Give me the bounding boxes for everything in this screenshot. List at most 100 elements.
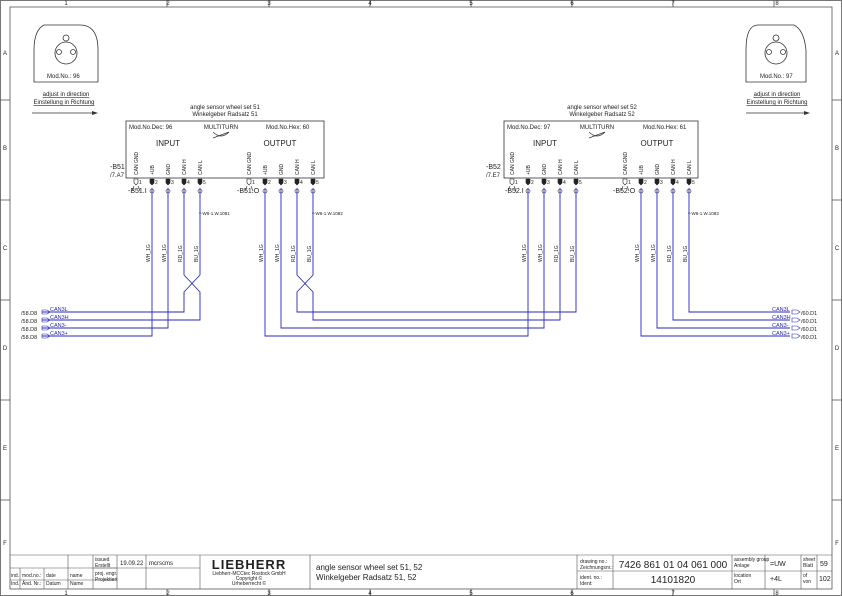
pin-nc-mark <box>507 185 511 192</box>
col-bot-6: 6 <box>570 591 574 596</box>
row-right-E: E <box>835 446 839 452</box>
title-block-text: issued Erstellt 19.09.22 mcrscms proj. e… <box>11 557 831 587</box>
right-adjust-text-de: Einstellung in Richtung <box>746 100 807 106</box>
col-top-1: 1 <box>64 1 68 7</box>
pin-plug-icon <box>654 178 660 186</box>
tb-loc-label: location <box>734 573 751 579</box>
left-net-3: CAN3+ <box>50 331 68 337</box>
tb-company: Liebherr-MCCtec Rostock GmbH <box>212 571 286 577</box>
pin-number-b51-out-5: 5 <box>316 180 319 186</box>
row-right-A: A <box>835 51 839 57</box>
tb-ident-label-de: Ident: <box>580 581 593 587</box>
tb-title: angle sensor wheel set 51, 52 <box>316 563 423 572</box>
left-ref-0: /58.D8 <box>21 311 37 317</box>
pin-number-b52-out-2: 2 <box>644 180 647 186</box>
tb-sheet-label: sheet <box>803 557 816 563</box>
right-terminal-arrow-icon <box>791 317 801 323</box>
tb-drawing-label-de: Zeichnungsnr.: <box>580 565 613 571</box>
row-right-F: F <box>835 541 839 547</box>
pin-number-b51-out-1: 1 <box>252 180 255 186</box>
wire-color-0-1: WH_1G <box>162 244 168 262</box>
pin-label-b52-out-5: CAN L <box>687 160 693 175</box>
sensor1-tag: -B51 <box>110 164 125 171</box>
col-bot-7: 7 <box>671 591 675 596</box>
pin-plug-icon <box>670 178 676 186</box>
tb-of-label-de: von <box>803 579 811 585</box>
pin-label-b52-out-4: CAN H <box>671 159 677 175</box>
pin-plug-icon <box>197 178 203 186</box>
pin-number-b52-in-5: 5 <box>579 180 582 186</box>
sensor1-title-de: Winkelgeber Radsatz 51 <box>192 112 258 118</box>
wire-color-0-0: WH_1G <box>146 244 152 262</box>
pin-label-b52-in-3: GND <box>542 164 548 176</box>
wire-color-3-1: WH_1G <box>651 244 657 262</box>
sensor2-wire-ref-out: -W6-1.W.1083 <box>690 211 719 216</box>
tb-asm-val: =UW <box>770 561 786 568</box>
tb-urheber: Urheberrecht © <box>232 580 267 587</box>
right-terminal-arrow-icon <box>791 333 801 339</box>
pin-plug-icon <box>262 178 268 186</box>
tb-brand-logo: LIEBHERR <box>212 557 286 572</box>
row-left-D: D <box>3 346 8 352</box>
pin-plug-icon <box>310 178 316 186</box>
pin-number-b52-in-3: 3 <box>547 180 550 186</box>
sensor1-rotation-icon <box>212 131 230 139</box>
left-terminal-arrow-icon <box>41 325 51 331</box>
sensor-icon-left: Mod.No.: 96 <box>33 24 99 83</box>
pin-number-b51-in-4: 4 <box>187 180 190 186</box>
wire-color-2-2: RD_1G <box>554 245 560 262</box>
right-terminal-arrow-icon <box>791 325 801 331</box>
wire-color-1-3: BU_1G <box>307 245 313 262</box>
pin-label-b52-in-4: CAN H <box>558 159 564 175</box>
pin-label-b52-in-1: CAN GND <box>510 152 516 175</box>
sensor2-title-de: Winkelgeber Radsatz 52 <box>569 112 635 118</box>
wire-color-1-2: RD_1G <box>291 245 297 262</box>
left-net-0: CAN3L <box>50 307 68 313</box>
sensor1-wire-ref-in: -W6-1.W.1081 <box>201 211 230 216</box>
pin-number-b51-in-3: 3 <box>171 180 174 186</box>
tb-issued-name: mcrscms <box>149 561 173 567</box>
tb-projeng-label: proj. engr. <box>95 571 117 577</box>
sensor2-multiturn: MULTITURN <box>580 125 614 131</box>
pin-label-b51-out-5: CAN L <box>311 160 317 175</box>
wire-b51-out-4 <box>296 188 561 321</box>
pin-plug-icon <box>686 178 692 186</box>
sensor1-ref: /7.A7 <box>110 173 125 179</box>
left-terminal-arrow-icon <box>41 333 51 339</box>
sensor2-output-label: OUTPUT <box>641 139 674 148</box>
left-ref-3: /58.D8 <box>21 335 37 341</box>
left-mod-no: Mod.No.: 96 <box>47 74 80 80</box>
column-markers: 1 2 3 4 5 6 7 8 1 2 3 4 5 6 7 8 <box>64 1 779 596</box>
col-top-5: 5 <box>469 1 473 7</box>
wire-color-3-2: RD_1G <box>667 245 673 262</box>
tb-copyright: Copyright © <box>236 575 263 582</box>
col-bot-5: 5 <box>469 591 473 596</box>
wire-color-0-3: BU_1G <box>194 245 200 262</box>
right-ref-3: /60.D1 <box>801 335 817 341</box>
col-top-6: 6 <box>570 1 574 7</box>
pin-number-b51-out-3: 3 <box>284 180 287 186</box>
sensor1-box <box>125 120 325 179</box>
col-top-7: 7 <box>671 1 675 7</box>
col-top-3: 3 <box>267 1 271 7</box>
pin-nc-mark <box>244 185 248 192</box>
row-left-F: F <box>3 541 7 547</box>
tb-ident-label: ident. no.: <box>580 575 602 581</box>
wiring <box>42 188 790 337</box>
tb-of-label: of <box>803 573 808 579</box>
row-right-C: C <box>835 246 840 252</box>
tb-ident-no: 14101820 <box>651 575 696 586</box>
pin-number-b52-out-5: 5 <box>692 180 695 186</box>
pin-plug-icon <box>557 178 563 186</box>
sensor1-multiturn: MULTITURN <box>204 125 238 131</box>
pin-plug-icon <box>246 178 252 186</box>
tb-h-name: name <box>70 573 83 579</box>
right-net-2: CAN3- <box>772 323 789 329</box>
right-terminal-arrow-icon <box>791 309 801 315</box>
right-net-0: CAN3L <box>772 307 790 313</box>
sensor2-mod-dec: Mod.No.Dec: 97 <box>507 125 551 131</box>
sensor-icon-right: Mod.No.: 97 <box>745 24 807 83</box>
col-bot-2: 2 <box>166 591 170 596</box>
pin-plug-icon <box>133 178 139 186</box>
